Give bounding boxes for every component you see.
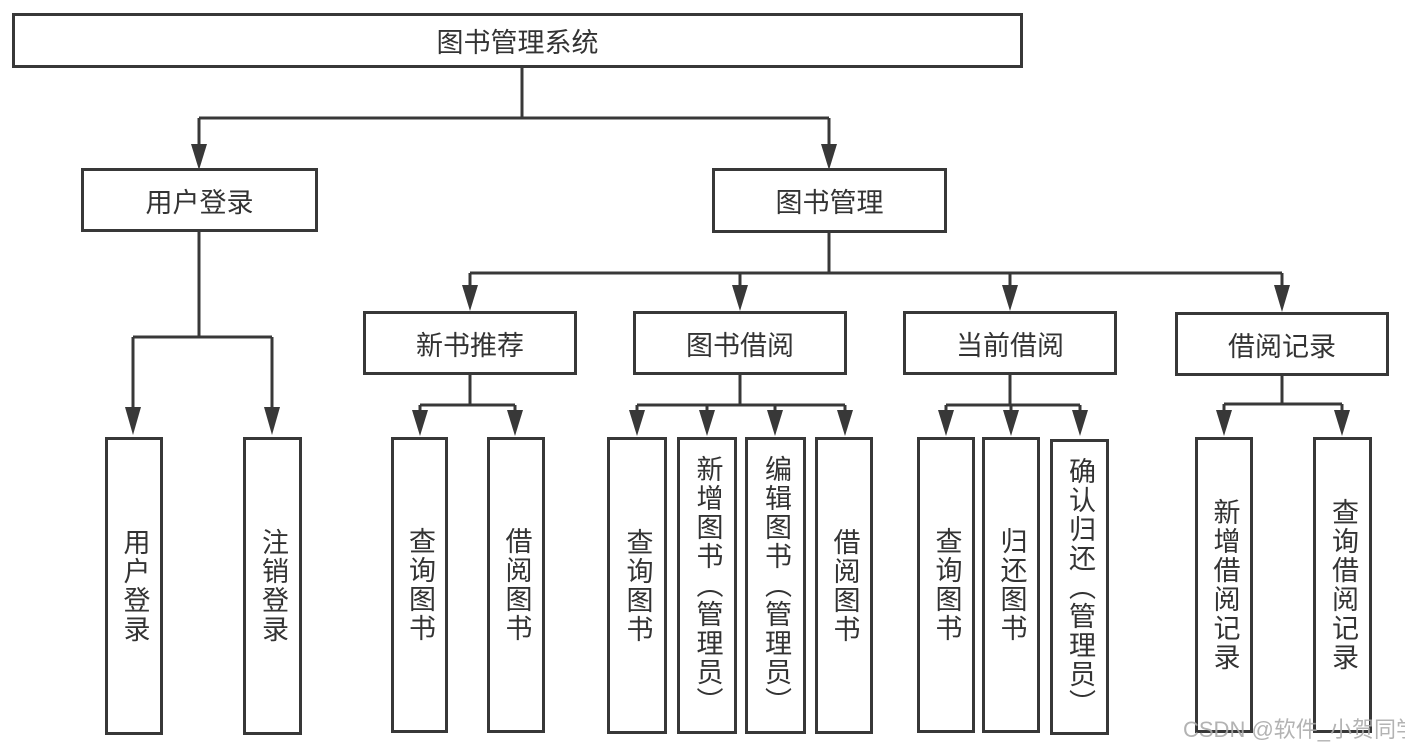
node-root-system: 图书管理系统 [12,13,1023,68]
node-root-system-label: 图书管理系统 [436,28,599,58]
node-recommend-borrow-books: 借阅图书 [487,437,545,733]
csdn-watermark: CSDN @软件_小贺同学 [1183,717,1405,742]
node-user-login-action-label: 用户登录 [119,528,150,644]
node-book-borrow-label: 图书借阅 [686,330,794,361]
node-recommend-query-books: 查询图书 [391,437,448,733]
node-logout-action-label: 注销登录 [258,528,288,644]
node-recommend-query-books-label: 查询图书 [405,527,435,643]
node-edit-book-admin-label: 编辑图书（管理员） [761,455,791,716]
node-recommend-borrow-books-label: 借阅图书 [501,527,532,643]
node-current-query-books-label: 查询图书 [931,527,962,643]
node-user-login: 用户登录 [81,168,318,232]
node-add-book-admin-label: 新增图书（管理员） [692,455,723,716]
node-return-books-label: 归还图书 [996,527,1027,643]
node-confirm-return-admin-label: 确认归还（管理员） [1065,456,1095,718]
node-new-book-recommend: 新书推荐 [363,311,577,375]
node-return-books: 归还图书 [982,437,1040,733]
node-borrow-records-label: 借阅记录 [1228,331,1336,362]
node-current-query-books: 查询图书 [917,437,975,733]
node-borrow-query-books: 查询图书 [607,437,667,734]
node-query-borrow-record: 查询借阅记录 [1313,437,1372,733]
node-confirm-return-admin: 确认归还（管理员） [1050,439,1109,735]
node-borrow-book-action-label: 借阅图书 [829,527,860,644]
node-add-borrow-record-label: 新增借阅记录 [1209,498,1240,672]
node-borrow-records: 借阅记录 [1175,312,1389,376]
node-borrow-query-books-label: 查询图书 [622,527,653,644]
node-book-management-label: 图书管理 [775,188,884,218]
node-user-login-action: 用户登录 [105,437,163,735]
node-current-borrow-label: 当前借阅 [956,330,1064,361]
node-user-login-label: 用户登录 [145,187,254,218]
node-current-borrow: 当前借阅 [903,311,1117,375]
node-logout-action: 注销登录 [243,437,302,735]
node-add-book-admin: 新增图书（管理员） [677,437,737,734]
node-new-book-recommend-label: 新书推荐 [416,330,524,361]
node-book-borrow: 图书借阅 [633,311,847,375]
node-edit-book-admin: 编辑图书（管理员） [745,437,806,734]
node-book-management: 图书管理 [712,168,947,233]
node-borrow-book-action: 借阅图书 [815,437,873,734]
node-query-borrow-record-label: 查询借阅记录 [1328,498,1358,672]
arrowheads [125,144,1350,436]
node-add-borrow-record: 新增借阅记录 [1195,437,1253,733]
